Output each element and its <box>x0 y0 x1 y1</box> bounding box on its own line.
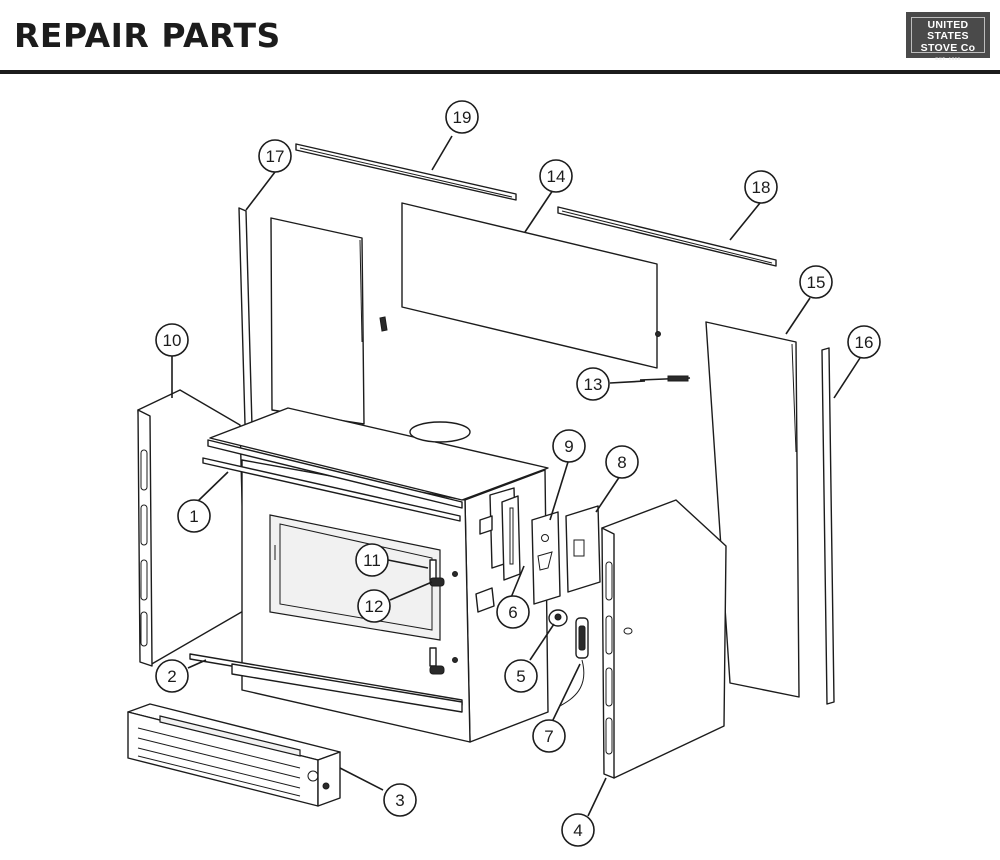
exploded-parts-diagram: 1 2 3 4 5 6 7 8 9 10 11 12 <box>127 100 881 847</box>
callout-16-label: 16 <box>855 333 874 352</box>
callout-19: 19 <box>445 100 479 134</box>
logo-line-2: STOVE Co <box>920 42 976 54</box>
part-8-switch-plate <box>565 505 601 593</box>
part-13-rod <box>639 375 691 382</box>
part-9-cover-plate <box>531 511 561 605</box>
callout-18: 18 <box>744 170 778 204</box>
callout-19-label: 19 <box>453 108 472 127</box>
callout-7-label: 7 <box>544 727 553 746</box>
callout-10: 10 <box>155 323 189 357</box>
part-2-lower-trim <box>189 653 463 713</box>
part-5-knob <box>548 609 568 627</box>
part-11-fitting <box>429 559 437 581</box>
part-18-top-trim <box>557 206 777 267</box>
callout-3: 3 <box>383 783 417 817</box>
callout-11: 11 <box>355 543 389 577</box>
part-6-bracket <box>501 495 521 581</box>
logo-border <box>911 17 985 53</box>
callout-17: 17 <box>258 139 292 173</box>
part-12-bolt <box>429 577 445 675</box>
callout-9: 9 <box>552 429 586 463</box>
callout-9-label: 9 <box>564 437 573 456</box>
callout-1-label: 1 <box>189 507 198 526</box>
callout-15: 15 <box>799 265 833 299</box>
callout-10-label: 10 <box>163 331 182 350</box>
callout-18-label: 18 <box>752 178 771 197</box>
part-17-side-trim <box>238 207 253 427</box>
callout-16: 16 <box>847 325 881 359</box>
callout-5: 5 <box>504 659 538 693</box>
callout-4-label: 4 <box>573 821 582 840</box>
callout-11-label: 11 <box>363 551 381 570</box>
leader-lines <box>171 135 861 817</box>
part-1-upper-trim <box>202 457 461 522</box>
part-7-switch <box>559 617 589 707</box>
callout-2: 2 <box>155 659 189 693</box>
part-3-grille <box>127 703 341 807</box>
callout-6: 6 <box>496 595 530 629</box>
part-19-top-trim <box>295 143 517 201</box>
callout-14: 14 <box>539 159 573 193</box>
callout-12-label: 12 <box>365 597 384 616</box>
callout-13: 13 <box>576 367 610 401</box>
left-back-panel <box>270 217 388 425</box>
brand-logo: UNITED STATES STOVE Co EST. 1869 <box>906 12 990 60</box>
callout-13-label: 13 <box>584 375 603 394</box>
part-4-right-shroud <box>601 499 727 779</box>
callout-12: 12 <box>357 589 391 623</box>
callout-3-label: 3 <box>395 791 404 810</box>
page-title: REPAIR PARTS <box>14 16 281 55</box>
callout-14-label: 14 <box>547 167 566 186</box>
callout-5-label: 5 <box>516 667 525 686</box>
header-divider <box>0 70 1000 74</box>
callout-1: 1 <box>177 499 211 533</box>
part-16-side-trim <box>821 347 835 705</box>
callout-6-label: 6 <box>508 603 517 622</box>
logo-line-3: EST. 1869 <box>935 55 961 61</box>
callout-8-label: 8 <box>617 453 626 472</box>
part-14-rear-panel <box>401 202 661 369</box>
callout-17-label: 17 <box>266 147 285 166</box>
callout-4: 4 <box>561 813 595 847</box>
callout-2-label: 2 <box>167 667 176 686</box>
callout-15-label: 15 <box>807 273 826 292</box>
callout-7: 7 <box>532 719 566 753</box>
callout-8: 8 <box>605 445 639 479</box>
logo-line-1: UNITED STATES <box>927 19 969 42</box>
